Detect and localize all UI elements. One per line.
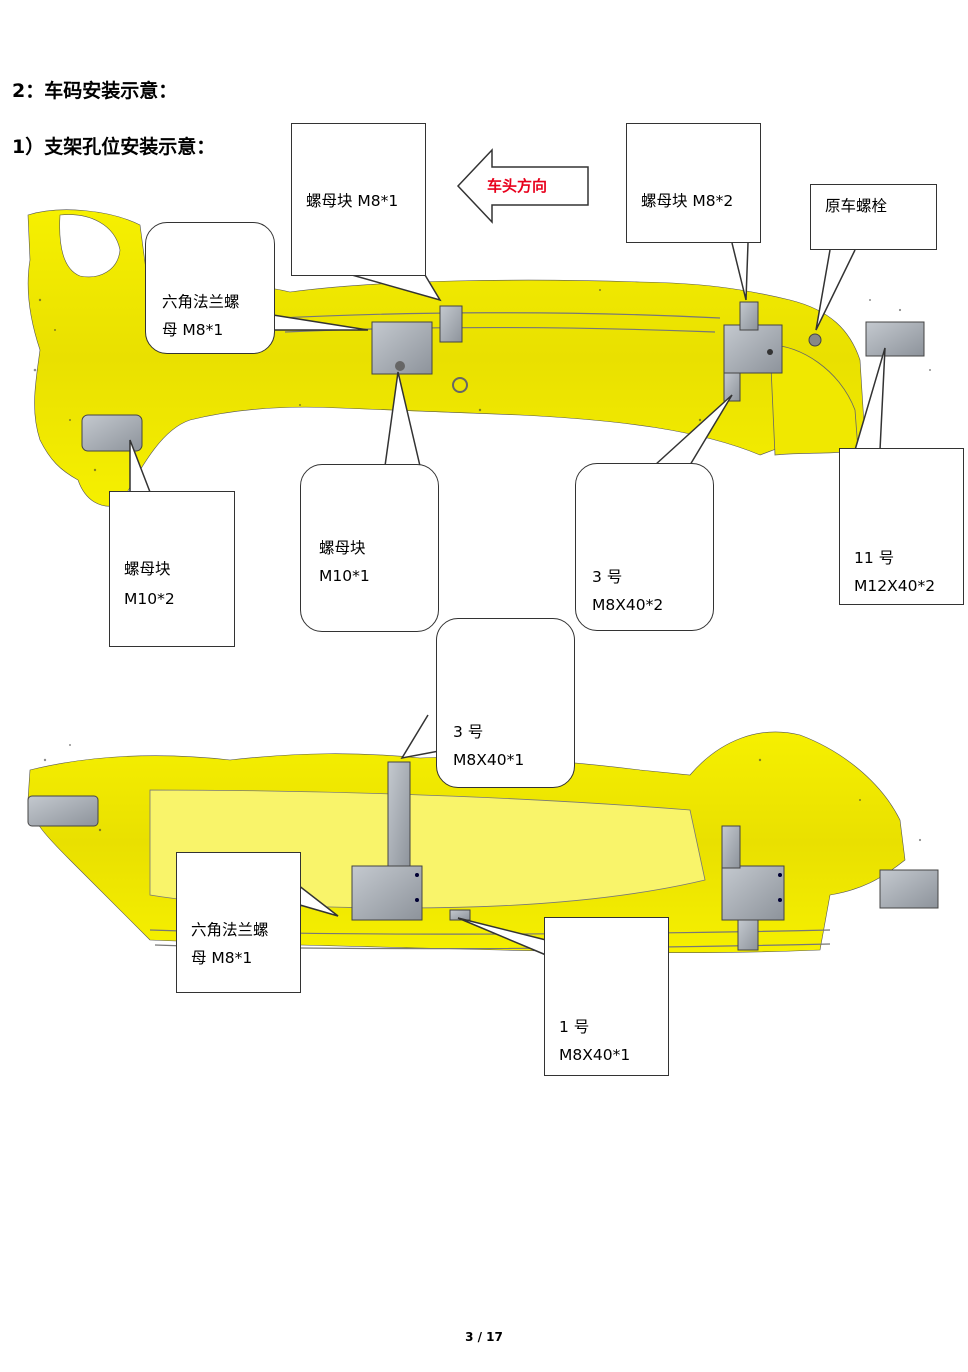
top-bracket-right-lower [723, 372, 741, 402]
top-bracket-right-tab [739, 301, 759, 331]
callout-nut-block-m8-2: 螺母块 M8*2 [626, 123, 761, 243]
page-number: 3 / 17 [465, 1330, 503, 1344]
callout-label: 六角法兰螺 [191, 921, 269, 939]
callout-label: 六角法兰螺 [162, 293, 240, 311]
top-bracket-left-tab [439, 305, 463, 343]
subsection-title: 1）支架孔位安装示意： [12, 136, 216, 158]
bottom-hitch-right [879, 869, 939, 909]
pointer-bolt1 [457, 917, 547, 956]
callout-nut-block-m10-1: 螺母块 M10*1 [300, 464, 439, 632]
top-chassis-body [27, 209, 866, 507]
callout-label: M10*1 [319, 567, 370, 585]
top-bracket-right [723, 324, 783, 374]
bottom-rail-clip [449, 909, 471, 921]
pointer-hex-top [272, 314, 369, 331]
callout-bolt-11: 11 号 M12X40*2 [839, 448, 964, 605]
bottom-hitch-left [27, 795, 99, 827]
top-chassis-wheelarch [59, 214, 121, 278]
callout-original-bolt: 原车螺栓 [810, 184, 937, 250]
top-hitch-right [865, 321, 925, 357]
direction-arrow [456, 148, 589, 224]
callout-nut-block-m8-1: 螺母块 M8*1 [291, 123, 426, 276]
callout-label: 螺母块 [124, 560, 171, 578]
pointer-bolt11 [854, 347, 886, 451]
callout-label: 螺母块 [319, 539, 366, 557]
pointer-m10-2 [129, 439, 151, 493]
bottom-bracket-right-foot [737, 919, 759, 951]
callout-label: 螺母块 M8*2 [641, 192, 734, 210]
callout-label: 11 号 [854, 549, 895, 567]
pointer-bolt3-top [654, 394, 733, 466]
bottom-bracket-left [351, 865, 423, 921]
callout-label: M8X40*2 [592, 596, 664, 614]
callout-label: M10*2 [124, 590, 175, 608]
pointer-nut-m8-1 [351, 274, 442, 302]
callout-pointers [129, 242, 886, 956]
pointer-original-bolt [815, 249, 856, 331]
callout-hex-flange-nut-top: 六角法兰螺 母 M8*1 [145, 222, 275, 354]
callout-label: 原车螺栓 [825, 197, 888, 215]
pointer-nut-m8-2 [731, 242, 749, 301]
callout-label: 母 M8*1 [162, 321, 224, 339]
bottom-bracket-right-arm [721, 825, 741, 869]
callout-label: 螺母块 M8*1 [306, 192, 399, 210]
section-title: 2：车码安装示意： [12, 80, 178, 102]
pointer-hex-bottom [297, 884, 339, 917]
top-chassis-view [27, 209, 931, 507]
callout-bolt-1: 1 号 M8X40*1 [544, 917, 669, 1076]
callout-label: 1 号 [559, 1018, 590, 1036]
callout-label: M8X40*1 [559, 1046, 631, 1064]
bottom-bracket-left-arm [387, 761, 411, 873]
callout-label: 3 号 [453, 723, 484, 741]
direction-label: 车头方向 [487, 177, 548, 195]
bottom-bracket-right [721, 865, 785, 921]
callout-nut-block-m10-2: 螺母块 M10*2 [109, 491, 235, 647]
callout-label: 母 M8*1 [191, 949, 253, 967]
top-chassis-right-curve [769, 344, 859, 456]
callout-label: 3 号 [592, 568, 623, 586]
callout-bolt-3-bottom: 3 号 M8X40*1 [436, 618, 575, 788]
callout-label: M12X40*2 [854, 577, 936, 595]
callout-bolt-3-top: 3 号 M8X40*2 [575, 463, 714, 631]
callout-label: M8X40*1 [453, 751, 525, 769]
callout-hex-flange-nut-bottom: 六角法兰螺 母 M8*1 [176, 852, 301, 993]
top-hitch-left [81, 414, 143, 452]
pointer-m10-1 [384, 371, 421, 467]
